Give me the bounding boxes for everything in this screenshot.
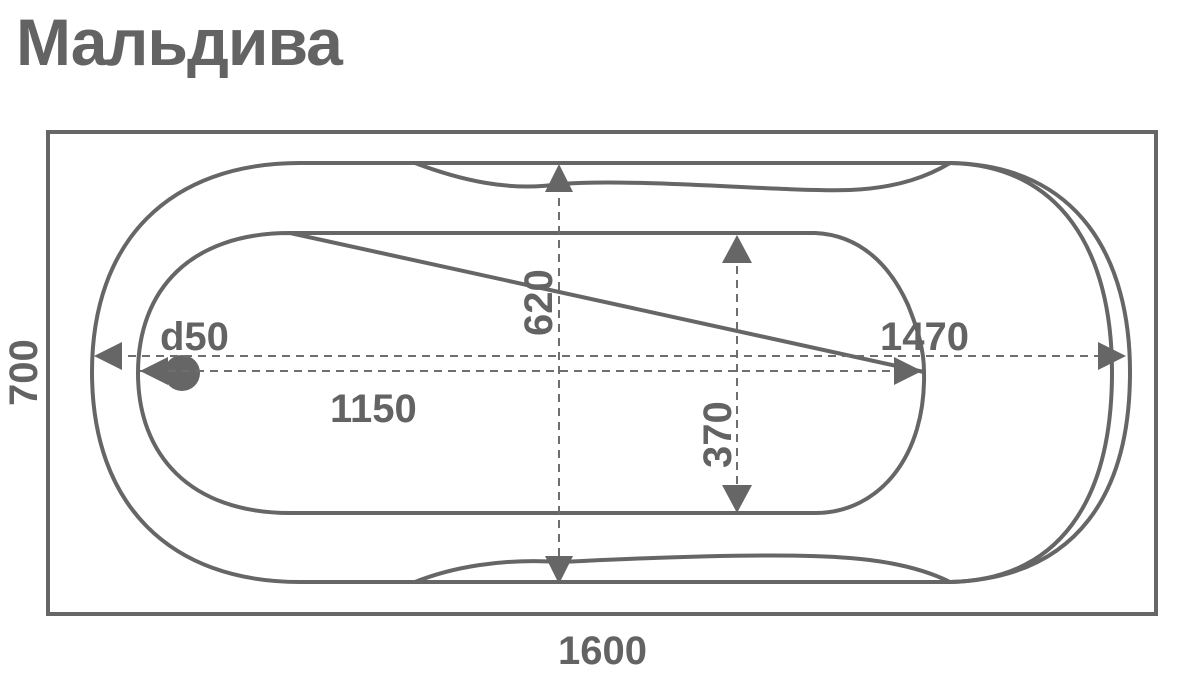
label-inner-length: 1470 xyxy=(880,315,969,359)
bottom-wave-line xyxy=(413,553,952,584)
outer-frame xyxy=(46,130,1158,616)
top-wave-line xyxy=(413,161,952,193)
drain-hole xyxy=(164,355,200,391)
label-overall-length: 1600 xyxy=(558,629,647,673)
label-inner-width: 620 xyxy=(517,269,561,336)
outer-rim xyxy=(89,161,1115,584)
label-bottom-width: 370 xyxy=(696,401,740,468)
label-bottom-length: 1150 xyxy=(330,387,417,431)
inner-bottom-right-arc xyxy=(906,303,926,374)
arrow-370-bottom xyxy=(722,485,752,513)
arrow-1470-left xyxy=(94,342,122,370)
arrow-1150-right xyxy=(894,357,922,385)
label-drain: d50 xyxy=(160,315,229,359)
arrow-1150-left xyxy=(140,357,168,385)
label-overall-width: 700 xyxy=(2,339,46,406)
arrow-1470-right xyxy=(1098,342,1126,370)
arrow-620-bottom xyxy=(545,556,573,584)
right-rim-line xyxy=(948,161,1133,584)
arrow-370-top xyxy=(722,235,752,263)
inner-bottom xyxy=(135,230,927,515)
product-title: Мальдива xyxy=(16,5,343,79)
arrow-620-top xyxy=(545,164,573,192)
